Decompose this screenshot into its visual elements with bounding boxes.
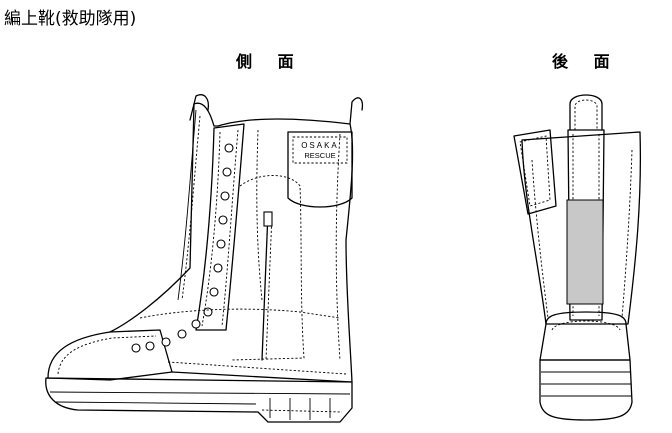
side-view-label: 側 面 [236, 52, 304, 71]
eyelet [131, 343, 141, 353]
side-view-boot: OSAKA RESCUE [45, 94, 364, 423]
eyelet [161, 337, 171, 347]
patch-text-line2: RESCUE [304, 151, 335, 160]
side-zipper [261, 211, 273, 361]
eyelet [216, 239, 226, 249]
heel-counter [539, 311, 631, 361]
eyelet [213, 263, 223, 273]
eyelet [191, 319, 201, 329]
back-collar-flap [513, 129, 557, 215]
side-upper [109, 102, 354, 383]
tongue [177, 109, 197, 301]
eyelet [209, 287, 219, 297]
eyelet [177, 329, 187, 339]
eyelets [131, 143, 234, 353]
eyelet [145, 341, 155, 351]
side-sole [45, 377, 353, 423]
back-pull-loop [569, 94, 603, 131]
eyelet [203, 307, 213, 317]
side-panel [231, 175, 305, 361]
eyelet [222, 167, 232, 177]
name-patch: OSAKA RESCUE [287, 131, 353, 208]
patch-text-line1: OSAKA [301, 141, 339, 150]
lacing-panel [195, 123, 245, 331]
front-pull-tab [189, 94, 210, 121]
eyelet [220, 191, 230, 201]
back-gray-panel [566, 199, 604, 305]
back-view-label: 後 面 [552, 52, 620, 71]
back-view-boot [513, 94, 642, 421]
eyelet [224, 143, 234, 153]
rear-pull-tab [349, 97, 364, 125]
diagram-title: 編上靴(救助隊用) [4, 9, 137, 29]
back-shaft [521, 131, 642, 325]
eyelet [218, 215, 228, 225]
back-heel-sole [539, 359, 633, 421]
toe-cap [47, 329, 173, 381]
